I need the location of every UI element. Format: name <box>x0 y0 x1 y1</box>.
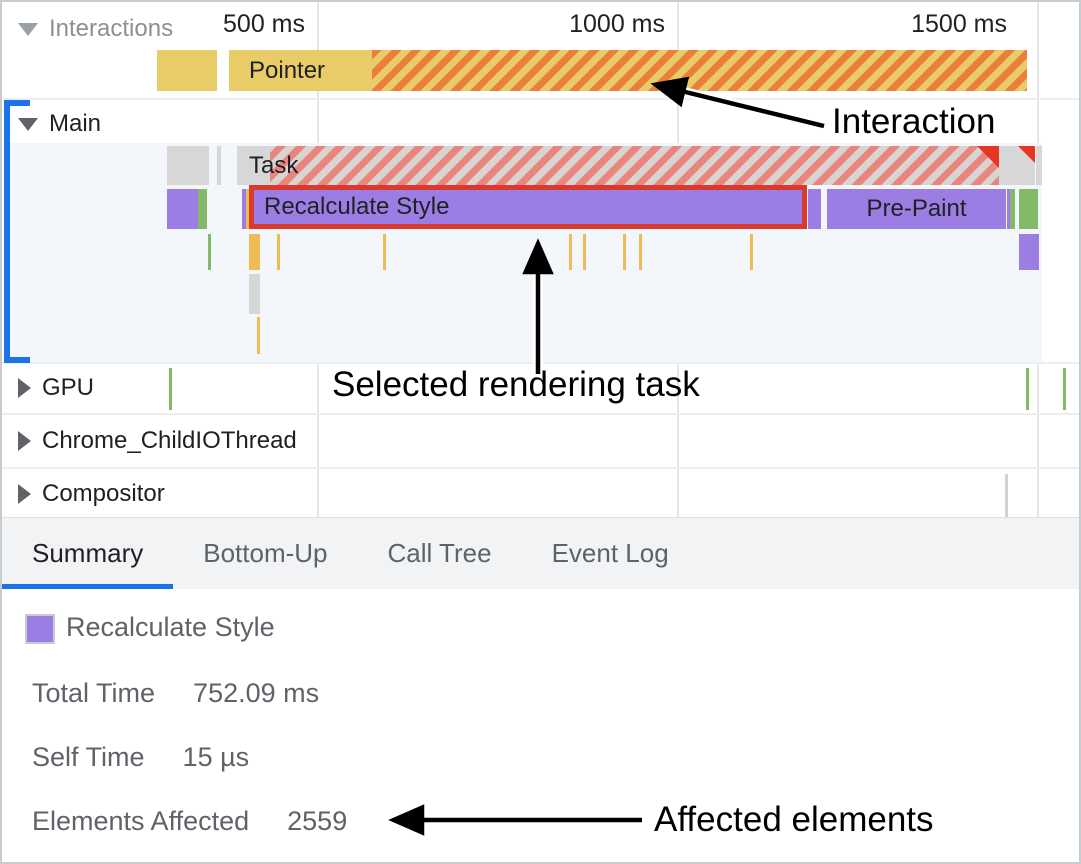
expand-triangle-icon <box>18 484 31 504</box>
paint-tick <box>208 234 211 270</box>
track-label: GPU <box>42 374 95 401</box>
summary-label: Self Time <box>32 742 145 772</box>
ruler-tick-1000ms: 1000 ms <box>569 10 665 38</box>
summary-value: 15 µs <box>182 742 250 772</box>
collapse-triangle-icon <box>18 22 38 36</box>
collapse-triangle-icon <box>18 117 38 131</box>
summary-row-self-time: Self Time 15 µs <box>32 742 249 773</box>
script-event-bar[interactable] <box>249 234 260 270</box>
selected-tab-underline <box>2 584 174 589</box>
track-header-interactions[interactable]: Interactions <box>18 15 173 43</box>
track-header-gpu[interactable]: GPU <box>18 374 94 402</box>
summary-row-elements-affected: Elements Affected 2559 <box>32 806 347 837</box>
long-task-warning-icon <box>977 146 999 168</box>
pre-paint-label: Pre-Paint <box>866 195 967 222</box>
pointer-interaction-bar[interactable]: Pointer <box>229 50 1027 91</box>
script-tick <box>623 234 626 270</box>
tab-summary[interactable]: Summary <box>2 518 174 589</box>
paint-bar <box>198 189 207 229</box>
track-label: Chrome_ChildIOThread <box>42 427 297 454</box>
track-label: Main <box>49 110 102 137</box>
track-separator <box>2 362 1079 364</box>
long-task-bar[interactable]: Task <box>237 146 999 185</box>
selected-track-bracket <box>4 100 30 106</box>
script-tick <box>750 234 753 270</box>
gpu-activity-tick <box>169 368 172 410</box>
style-bar <box>1007 189 1010 229</box>
track-separator <box>2 467 1079 469</box>
task-event-bar <box>1036 146 1042 185</box>
tab-call-tree[interactable]: Call Tree <box>387 538 492 568</box>
script-tick <box>583 234 586 270</box>
track-separator <box>2 98 1079 100</box>
selected-event-label: Recalculate Style <box>264 193 450 220</box>
track-header-chrome-child-io[interactable]: Chrome_ChildIOThread <box>18 427 297 455</box>
annotation-interaction: Interaction <box>832 102 996 141</box>
pointer-pending-hatch <box>372 50 1027 91</box>
script-tick <box>257 317 260 354</box>
expand-triangle-icon <box>18 378 31 398</box>
summary-label: Elements Affected <box>32 806 250 836</box>
event-color-swatch <box>25 614 55 644</box>
recalculate-style-bar[interactable] <box>167 189 198 229</box>
annotation-selected-task: Selected rendering task <box>332 365 700 404</box>
interaction-arrow <box>650 76 826 131</box>
summary-row-total-time: Total Time 752.09 ms <box>32 678 319 709</box>
selected-recalculate-style-bar[interactable]: Recalculate Style <box>249 185 807 229</box>
script-tick <box>639 234 642 270</box>
summary-value: 752.09 ms <box>193 678 320 708</box>
task-solid-segment <box>237 146 270 185</box>
recalculate-style-bar[interactable] <box>1019 234 1039 270</box>
tab-bottom-up[interactable]: Bottom-Up <box>203 538 328 568</box>
task-event-bar <box>217 146 221 185</box>
gpu-activity-tick <box>1063 368 1066 410</box>
track-header-main[interactable]: Main <box>18 110 101 138</box>
ruler-tick-1500ms: 1500 ms <box>911 10 1007 38</box>
track-separator <box>2 413 1079 415</box>
task-bar-label: Task <box>249 151 299 179</box>
pointer-bar-label: Pointer <box>249 56 326 84</box>
pre-paint-bar[interactable]: Pre-Paint <box>827 189 1006 229</box>
paint-bar[interactable] <box>1019 189 1038 229</box>
summary-event-name: Recalculate Style <box>66 612 275 642</box>
script-tick <box>569 234 572 270</box>
gpu-activity-tick <box>1026 368 1029 410</box>
task-child-bar[interactable] <box>249 274 260 314</box>
track-label: Interactions <box>49 15 174 42</box>
paint-bar <box>1010 189 1015 229</box>
tab-event-log[interactable]: Event Log <box>551 538 669 568</box>
style-bar <box>242 189 246 229</box>
track-label: Compositor <box>42 480 165 507</box>
long-task-warning-icon <box>1018 146 1035 163</box>
task-event-bar[interactable] <box>167 146 209 185</box>
script-tick <box>383 234 386 270</box>
compositor-activity-tick <box>1005 474 1008 517</box>
details-tab-bar: Summary Bottom-Up Call Tree Event Log <box>2 517 1079 589</box>
summary-value: 2559 <box>287 806 348 836</box>
selected-track-bracket <box>4 100 10 363</box>
expand-triangle-icon <box>18 431 31 451</box>
script-tick <box>277 234 280 270</box>
script-tick <box>246 189 249 229</box>
recalculate-style-bar[interactable] <box>808 189 821 229</box>
task-event-bar[interactable] <box>999 146 1035 185</box>
track-header-compositor[interactable]: Compositor <box>18 480 165 508</box>
summary-label: Total Time <box>32 678 156 708</box>
ruler-tick-500ms: 500 ms <box>223 10 305 38</box>
selected-track-bracket <box>4 357 30 363</box>
annotation-affected-elements: Affected elements <box>654 800 934 839</box>
interaction-event-bar[interactable] <box>157 50 217 91</box>
